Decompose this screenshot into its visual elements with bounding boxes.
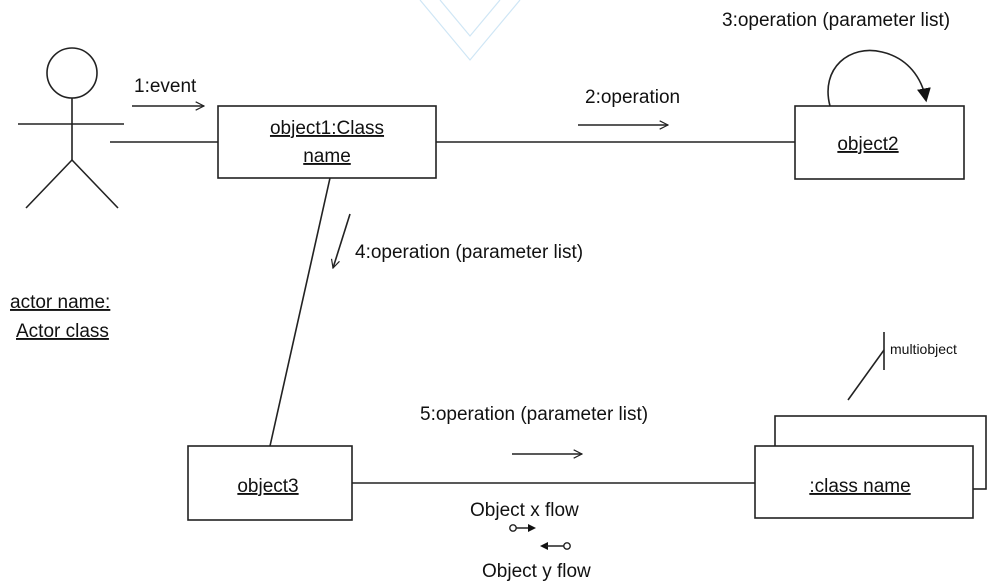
object1-box xyxy=(217,105,437,179)
actor-left-leg xyxy=(25,159,73,209)
watermark xyxy=(419,0,521,61)
object2-box xyxy=(794,105,965,180)
message-3-label: 3:operation (parameter list) xyxy=(722,10,950,31)
object3-label: object3 xyxy=(237,476,298,497)
actor-head xyxy=(46,47,98,99)
object1-label-line1: object1:Class xyxy=(270,118,384,139)
message-4-label: 4:operation (parameter list) xyxy=(355,242,583,263)
message-2-label: 2:operation xyxy=(585,87,680,108)
object-x-flow-label: Object x flow xyxy=(470,500,579,521)
actor-right-leg xyxy=(71,159,119,209)
self-loop-arrow xyxy=(827,49,931,107)
actor-name-line2: Actor class xyxy=(16,321,109,342)
multiobject-front-box xyxy=(754,445,974,519)
multiobject-note-label: multiobject xyxy=(890,341,957,357)
object3-box xyxy=(187,445,353,521)
actor-name-line1: actor name: xyxy=(10,292,110,313)
actor-figure xyxy=(18,47,124,209)
message-5-label: 5:operation (parameter list) xyxy=(420,404,648,425)
message-4-arrow xyxy=(333,213,351,268)
link-object1-object3 xyxy=(269,177,331,447)
object-y-flow-label: Object y flow xyxy=(482,561,591,582)
message-1-label: 1:event xyxy=(134,76,197,97)
object2-label: object2 xyxy=(837,134,898,155)
object-x-flow-icon xyxy=(509,524,536,532)
multiobject-note-line xyxy=(847,349,885,401)
object-y-flow-icon xyxy=(540,542,571,550)
multiobject-label: :class name xyxy=(809,476,910,497)
object1-label-line2: name xyxy=(303,146,351,167)
